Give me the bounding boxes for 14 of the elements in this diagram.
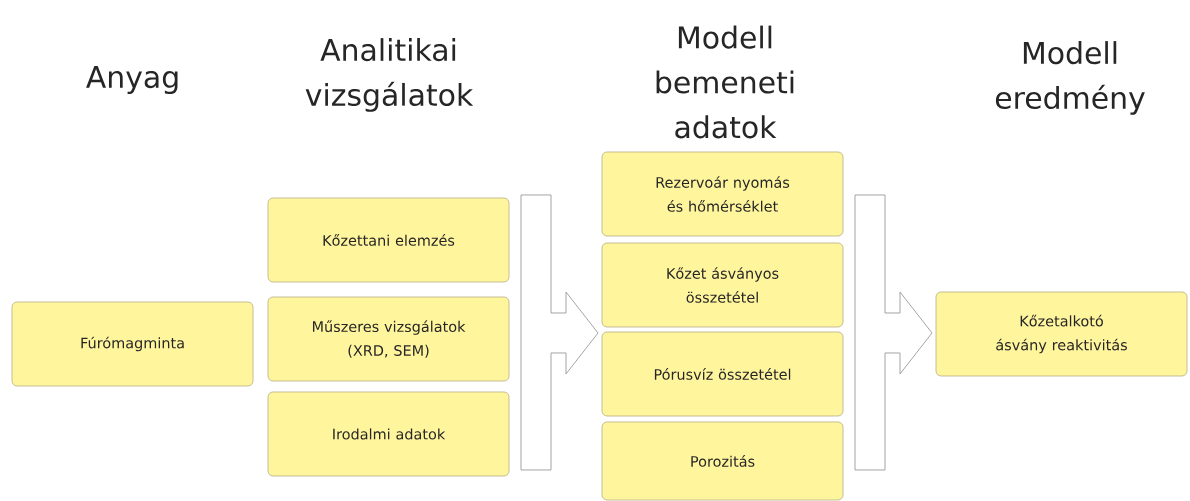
column-heading: Anyag bbox=[86, 66, 178, 94]
column-heading: Analitikai vizsgálatok bbox=[305, 38, 474, 112]
process-box: Irodalmi adatok bbox=[267, 391, 510, 477]
process-box: Kőzettani elemzés bbox=[267, 197, 510, 283]
process-box: Fúrómagminta bbox=[11, 301, 254, 387]
process-box: Porozitás bbox=[601, 421, 844, 501]
bracket-arrow bbox=[520, 194, 599, 471]
bracket-arrow bbox=[854, 194, 933, 471]
column-heading: Modell eredmény bbox=[995, 41, 1145, 115]
process-box: Kőzet ásványos összetétel bbox=[601, 242, 844, 328]
process-box: Műszeres vizsgálatok (XRD, SEM) bbox=[267, 296, 510, 382]
process-box: Rezervoár nyomás és hőmérséklet bbox=[601, 151, 844, 237]
process-box: Kőzetalkotó ásvány reaktivitás bbox=[935, 291, 1188, 377]
process-box: Pórusvíz összetétel bbox=[601, 331, 844, 417]
